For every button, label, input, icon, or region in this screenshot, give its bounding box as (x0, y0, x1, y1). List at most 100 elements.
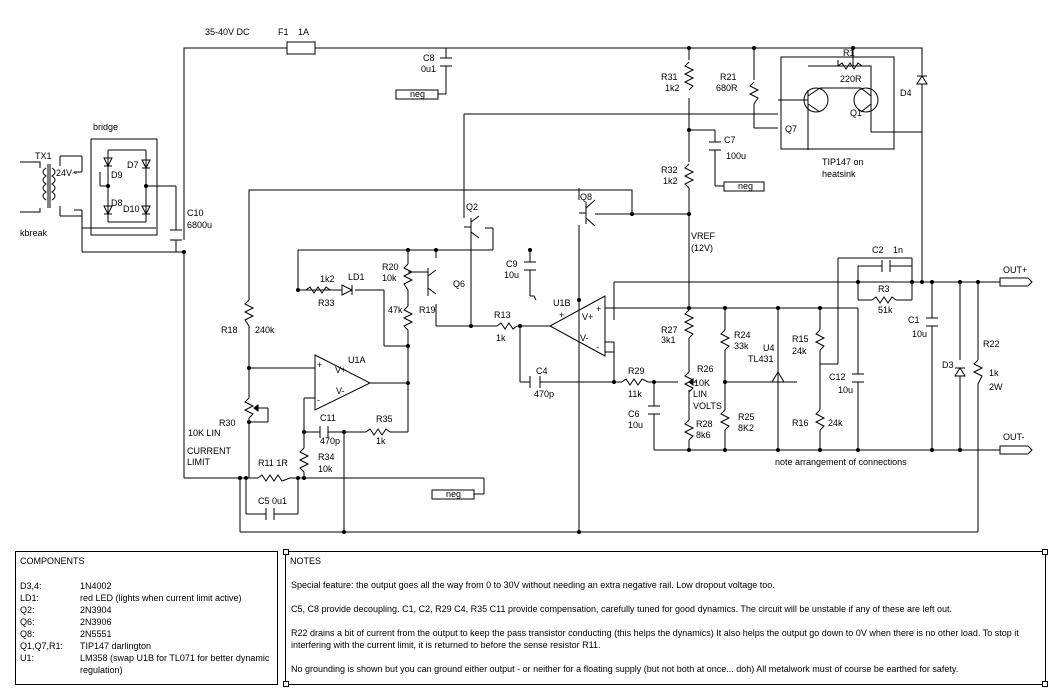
svg-text:C2: C2 (872, 245, 884, 255)
svg-text:+: + (559, 310, 564, 320)
svg-text:LIN: LIN (693, 389, 707, 399)
svg-text:10k: 10k (382, 273, 397, 283)
tx-ref: TX1 (35, 151, 52, 161)
svg-text:C1: C1 (908, 315, 920, 325)
svg-text:C4: C4 (536, 366, 548, 376)
connection-note: note arrangement of connections (775, 457, 907, 467)
svg-text:51k: 51k (878, 305, 893, 315)
svg-text:(12V): (12V) (691, 243, 713, 253)
svg-text:R35: R35 (376, 414, 393, 424)
d8-label: D8 (111, 198, 123, 208)
resize-handle[interactable] (1042, 549, 1048, 555)
components-box: COMPONENTS D3,4:1N4002 LD1:red LED (ligh… (15, 551, 278, 685)
svg-text:Q2: Q2 (466, 202, 478, 212)
svg-text:C10: C10 (187, 208, 204, 218)
svg-text:1k2: 1k2 (665, 83, 680, 93)
resistors (243, 61, 984, 482)
svg-text:C7: C7 (724, 135, 736, 145)
svg-text:6800u: 6800u (187, 220, 212, 230)
svg-text:R27: R27 (661, 325, 678, 335)
svg-text:TIP147 on: TIP147 on (822, 157, 864, 167)
component-row: LD1:red LED (lights when current limit a… (20, 593, 242, 603)
fuse-ref: F1 (278, 27, 289, 37)
svg-text:Q7: Q7 (785, 124, 797, 134)
note-paragraph: C5, C8 provide decoupling. C1, C2, R29 C… (291, 604, 953, 614)
svg-text:U1A: U1A (348, 355, 366, 365)
svg-text:C6: C6 (628, 409, 640, 419)
svg-text:R26: R26 (697, 364, 714, 374)
svg-text:R34: R34 (318, 452, 335, 462)
svg-text:R33: R33 (318, 298, 335, 308)
svg-text:240k: 240k (255, 325, 275, 335)
svg-text:R16: R16 (792, 418, 809, 428)
svg-text:10u: 10u (912, 329, 927, 339)
neg-flag-3: neg (446, 489, 461, 499)
svg-text:V-: V- (336, 386, 345, 396)
svg-text:24k: 24k (792, 346, 807, 356)
svg-text:R19: R19 (419, 305, 436, 315)
svg-text:C11: C11 (320, 413, 336, 423)
svg-text:220R: 220R (840, 74, 862, 84)
svg-text:1k: 1k (989, 368, 999, 378)
svg-text:D4: D4 (900, 88, 912, 98)
svg-text:R29: R29 (628, 366, 645, 376)
svg-text:R15: R15 (792, 334, 809, 344)
svg-text:R13: R13 (494, 310, 511, 320)
svg-text:U4: U4 (763, 343, 775, 353)
svg-text:33k: 33k (734, 341, 749, 351)
svg-text:C9: C9 (506, 259, 518, 269)
svg-text:LIMIT: LIMIT (187, 457, 211, 467)
svg-text:VOLTS: VOLTS (693, 401, 722, 411)
component-row: Q6:2N3906 (20, 617, 112, 627)
out-neg-label: OUT- (1003, 432, 1025, 442)
svg-text:-: - (317, 395, 320, 405)
resize-handle[interactable] (283, 681, 289, 687)
component-row: Q1,Q7,R1:TIP147 darlington (20, 641, 152, 651)
svg-text:V+: V+ (335, 365, 346, 375)
svg-text:R18: R18 (221, 325, 238, 335)
dc-label: 35-40V DC (205, 27, 250, 37)
svg-text:D3: D3 (942, 360, 954, 370)
svg-text:VREF: VREF (691, 231, 716, 241)
component-row: D3,4:1N4002 (20, 581, 112, 591)
notes-title: NOTES (290, 556, 322, 566)
note-paragraph: Special feature: the output goes all the… (291, 580, 775, 590)
junctions (106, 46, 980, 534)
svg-text:V+: V+ (582, 312, 593, 322)
svg-text:470p: 470p (534, 389, 554, 399)
notes-box: NOTES Special feature: the output goes a… (283, 549, 1048, 687)
svg-text:1k: 1k (496, 333, 506, 343)
svg-text:R21: R21 (720, 72, 737, 82)
note-paragraph: R22 drains a bit of current from the out… (291, 628, 1019, 650)
resize-handle[interactable] (283, 549, 289, 555)
svg-text:24k: 24k (828, 418, 843, 428)
svg-text:CURRENT: CURRENT (187, 446, 232, 456)
svg-text:LD1: LD1 (348, 272, 365, 282)
svg-text:R32: R32 (661, 165, 678, 175)
svg-text:Q1: Q1 (850, 108, 862, 118)
d9-label: D9 (111, 170, 123, 180)
svg-text:0u1: 0u1 (421, 64, 436, 74)
svg-text:R31: R31 (661, 72, 678, 82)
resize-handle[interactable] (1042, 681, 1048, 687)
svg-text:10k: 10k (318, 464, 333, 474)
svg-text:R11 1R: R11 1R (258, 458, 288, 468)
svg-text:R24: R24 (734, 330, 751, 340)
svg-text:R1: R1 (843, 48, 855, 58)
svg-text:+: + (596, 304, 601, 314)
svg-text:2W: 2W (989, 382, 1003, 392)
svg-text:C12: C12 (829, 372, 846, 382)
svg-text:Q6: Q6 (453, 279, 465, 289)
fuse-value: 1A (298, 27, 309, 37)
bridge-title: bridge (93, 122, 118, 132)
neg-flags (395, 89, 765, 500)
svg-text:1k2: 1k2 (663, 176, 678, 186)
svg-text:C8: C8 (423, 53, 435, 63)
svg-text:R20: R20 (382, 262, 399, 272)
labels: 35-40V DC F1 1A TX1 24V~ kbreak bridge D… (20, 27, 1027, 506)
d7-label: D7 (127, 160, 139, 170)
neg-flag-2: neg (738, 181, 753, 191)
svg-text:R28: R28 (696, 419, 713, 429)
svg-text:10u: 10u (838, 385, 853, 395)
svg-text:TL431: TL431 (748, 354, 774, 364)
